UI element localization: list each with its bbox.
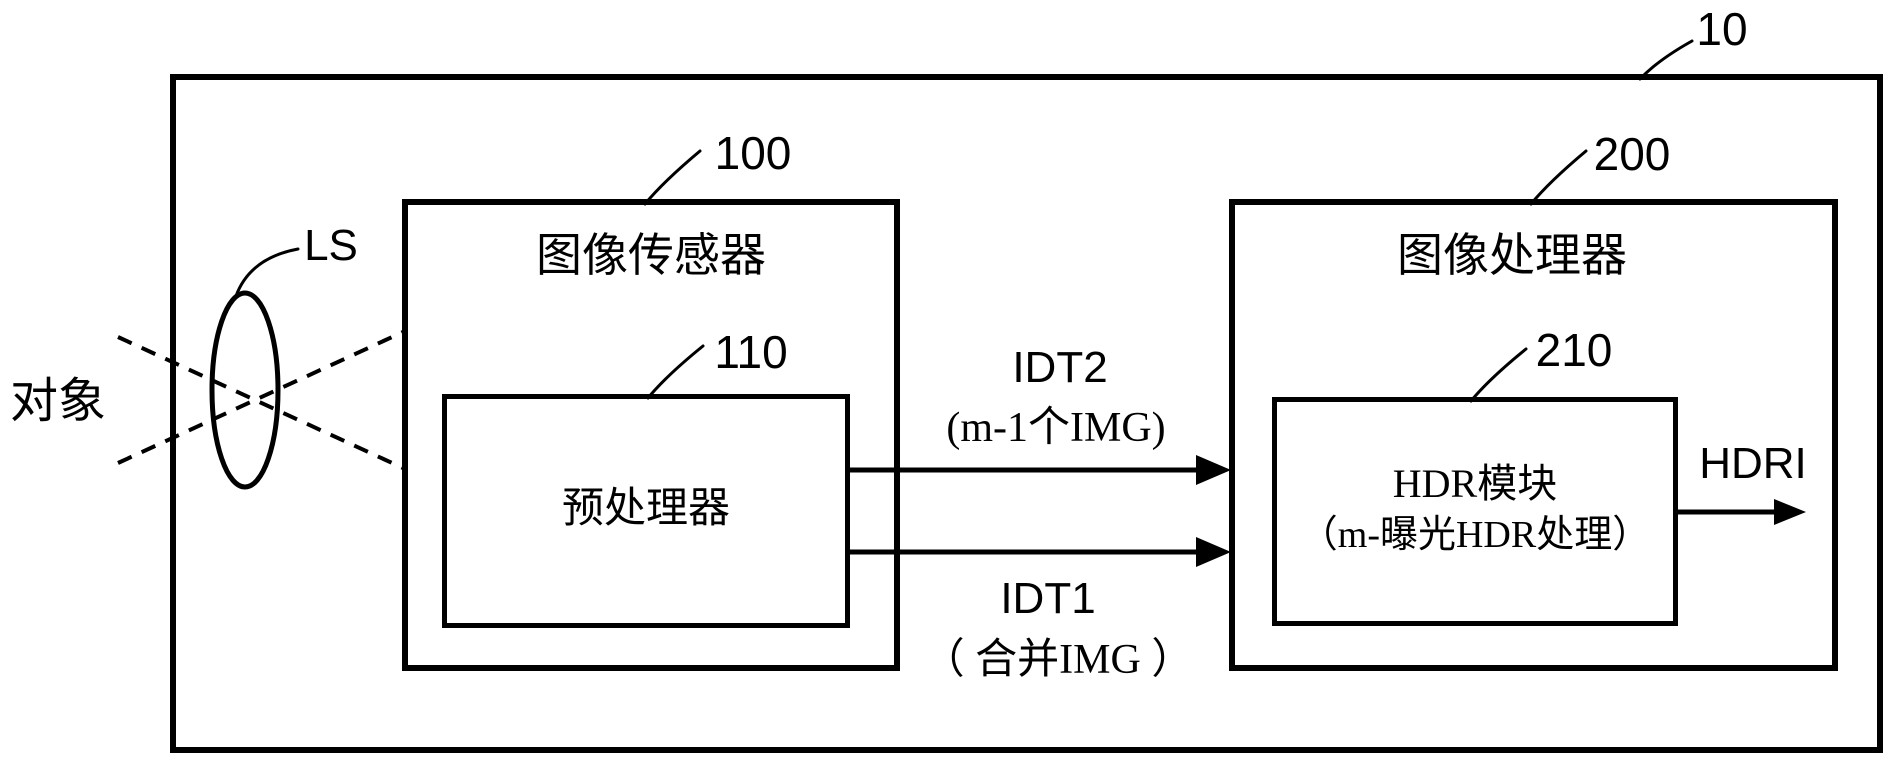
light-ray-upper-icon xyxy=(117,335,404,470)
hdri-arrow xyxy=(1678,499,1806,525)
object-label: 对象 xyxy=(9,375,107,428)
light-ray-lower-icon xyxy=(117,330,404,465)
idt2-label: IDT2 xyxy=(1012,343,1108,392)
idt1-arrow xyxy=(847,537,1231,567)
leader-ls-icon xyxy=(234,247,300,298)
ref-label-100: 100 xyxy=(714,127,792,179)
preprocessor-title: 预处理器 xyxy=(561,486,731,532)
idt2-detail: (m-1个IMG) xyxy=(946,405,1166,451)
system-box xyxy=(170,74,1883,753)
image-sensor-title: 图像传感器 xyxy=(536,230,766,281)
ref-label-10: 10 xyxy=(1696,3,1748,55)
idt2-arrow xyxy=(847,455,1231,485)
leader-110-icon xyxy=(646,344,705,400)
lens-icon xyxy=(209,290,281,490)
ref-label-110: 110 xyxy=(714,326,788,378)
ref-label-210: 210 xyxy=(1535,324,1613,376)
image-processor-title: 图像处理器 xyxy=(1397,230,1627,281)
lens-label: LS xyxy=(304,221,358,270)
image-sensor-box xyxy=(402,199,900,671)
hdr-module-box xyxy=(1272,397,1678,626)
idt1-label: IDT1 xyxy=(1000,574,1096,623)
idt1-detail: （ 合并IMG ） xyxy=(922,637,1194,683)
preprocessor-box xyxy=(442,394,850,628)
leader-210-icon xyxy=(1469,347,1528,403)
hdr-module-title: HDR模块 xyxy=(1392,461,1558,506)
hdr-module-subtitle: （m-曝光HDR处理） xyxy=(1299,514,1651,556)
light-ray-dashed-lines xyxy=(117,330,404,470)
image-processor-box xyxy=(1229,199,1838,671)
ref-label-200: 200 xyxy=(1593,128,1671,180)
hdri-label: HDRI xyxy=(1699,439,1807,488)
